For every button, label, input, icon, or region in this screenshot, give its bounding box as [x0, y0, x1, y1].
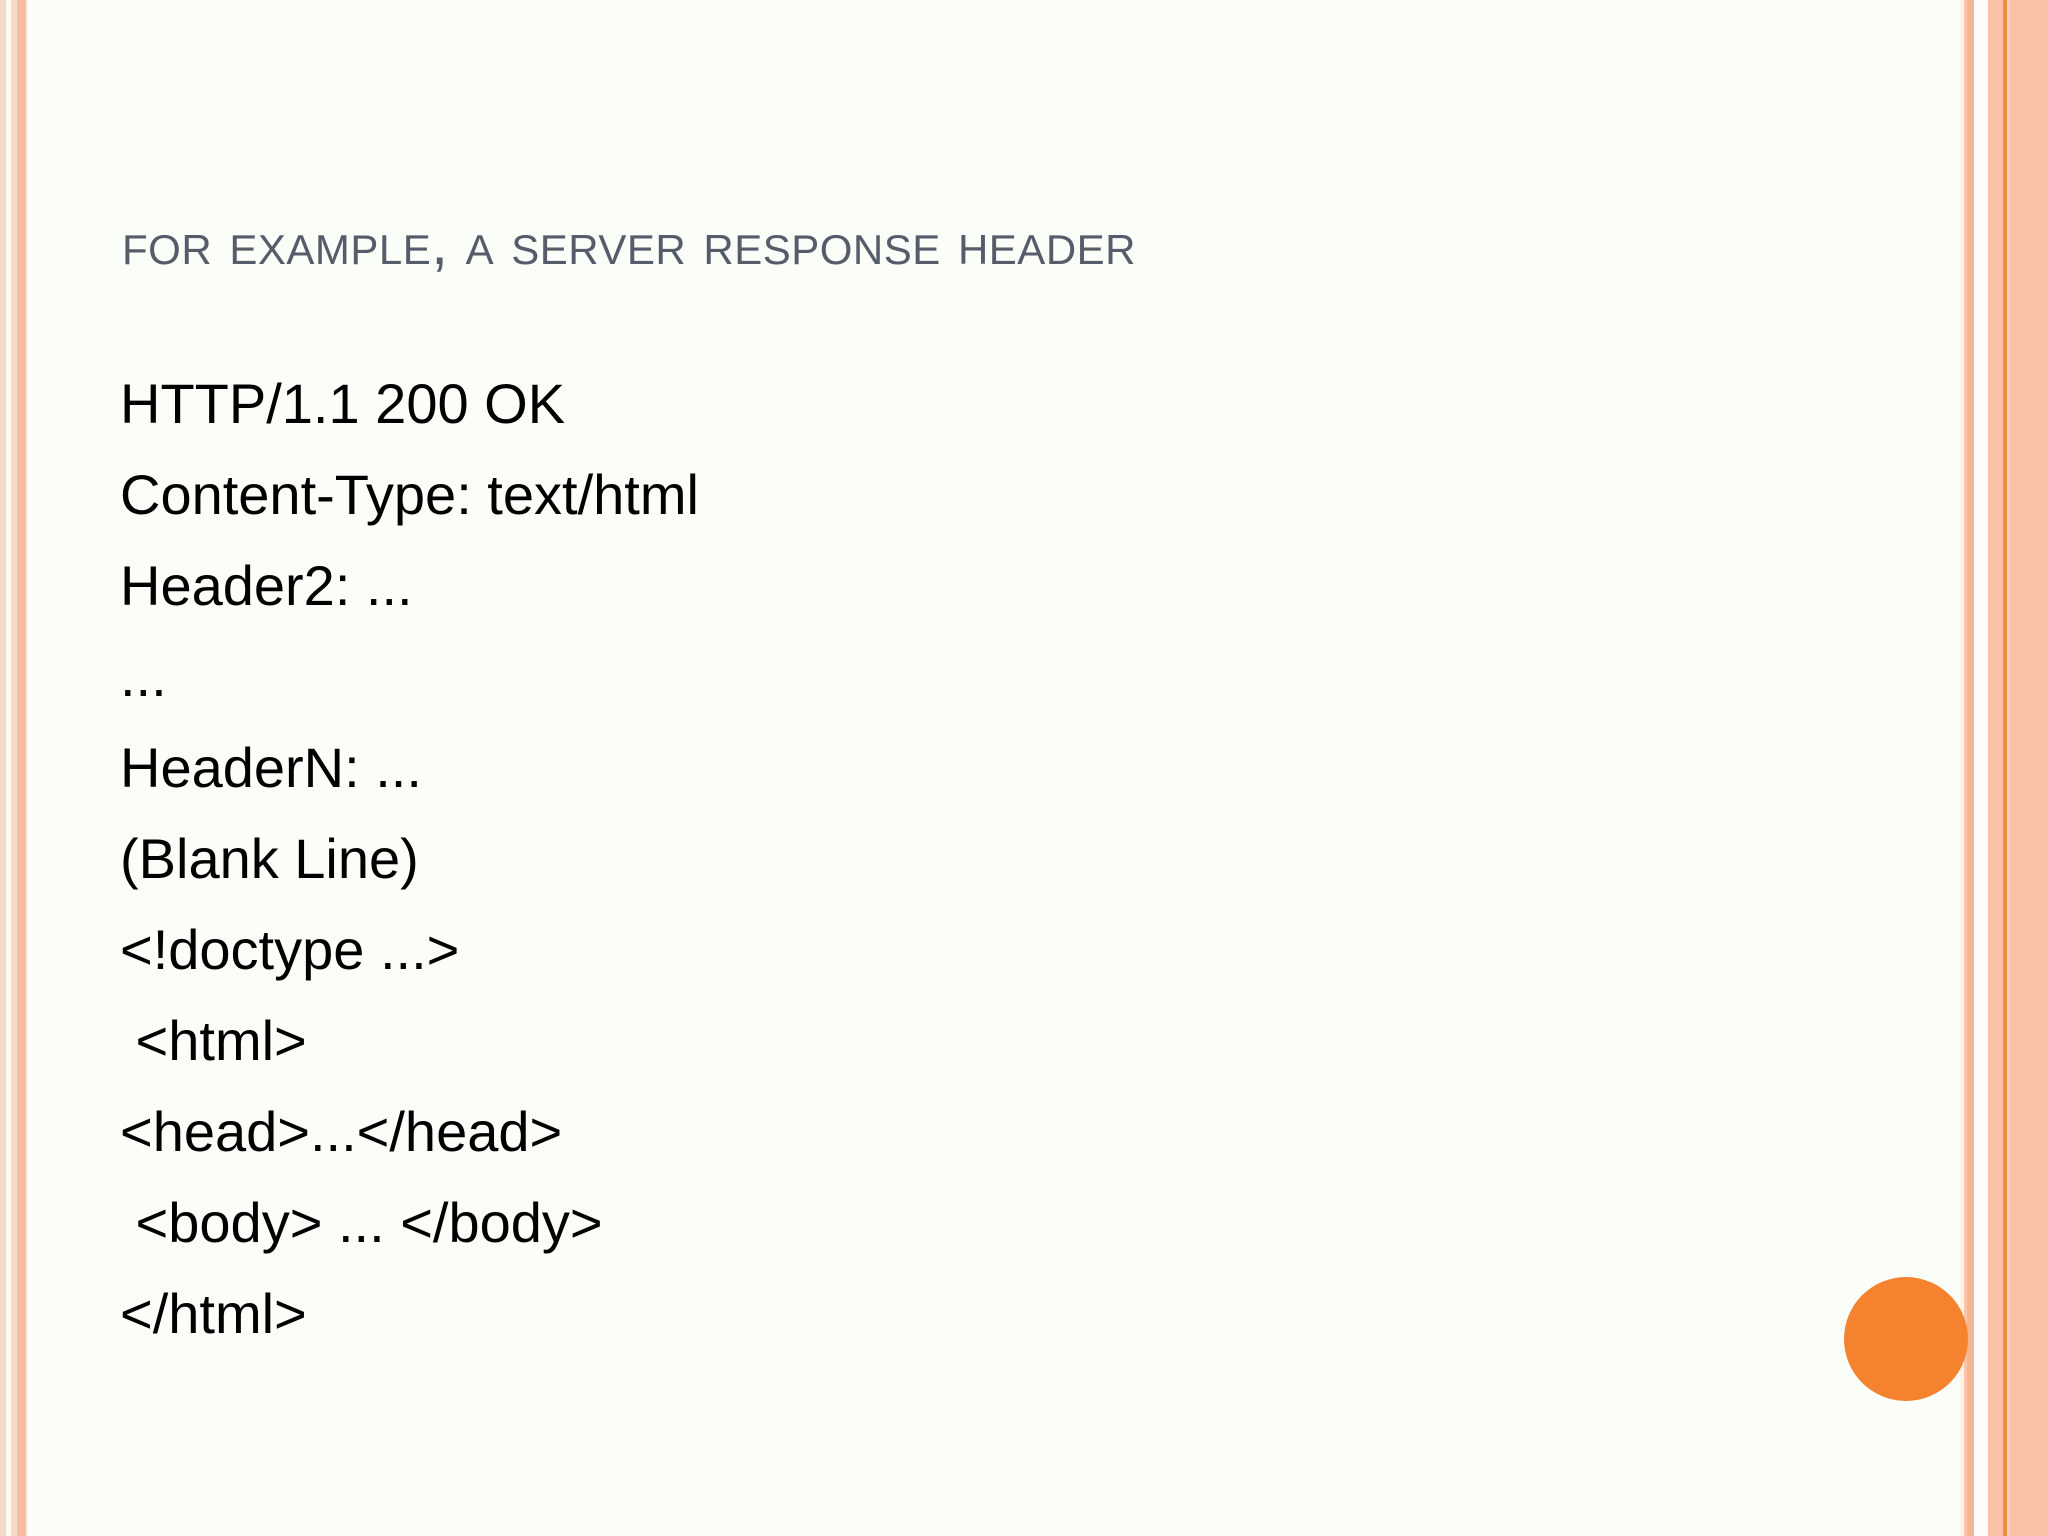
code-line: <html>: [120, 1009, 307, 1072]
code-line: HTTP/1.1 200 OK: [120, 372, 566, 435]
slide-title: For example, a server response header: [122, 210, 1136, 277]
slide-body-content: HTTP/1.1 200 OK Content-Type: text/html …: [120, 358, 1820, 1359]
left-stripe-2: [6, 0, 11, 1536]
code-line: <body> ... </body>: [120, 1191, 603, 1254]
left-stripe-4: [17, 0, 26, 1536]
left-border-decoration: [0, 0, 30, 1536]
code-line: <head>...</head>: [120, 1100, 563, 1163]
right-stripe-accent-line: [2003, 0, 2007, 1536]
right-stripe-8: [2010, 0, 2020, 1536]
code-line: HeaderN: ...: [120, 736, 422, 799]
code-line: Content-Type: text/html: [120, 463, 699, 526]
orange-circle-decoration: [1844, 1277, 1968, 1401]
right-stripe-2: [1964, 0, 1967, 1536]
right-border-decoration: [1960, 0, 2048, 1536]
left-stripe-3: [11, 0, 17, 1536]
right-stripe-9: [2020, 0, 2048, 1536]
right-stripe-3: [1967, 0, 1974, 1536]
code-line: (Blank Line): [120, 827, 419, 890]
right-stripe-4: [1974, 0, 1988, 1536]
right-stripe-5: [1988, 0, 2003, 1536]
right-stripe-1: [1960, 0, 1964, 1536]
code-line: ...: [120, 645, 167, 708]
code-line: <!doctype ...>: [120, 918, 460, 981]
code-line: </html>: [120, 1282, 307, 1345]
code-line: Header2: ...: [120, 554, 413, 617]
right-stripe-7: [2007, 0, 2010, 1536]
left-stripe-5: [26, 0, 28, 1536]
left-stripe-1: [0, 0, 6, 1536]
